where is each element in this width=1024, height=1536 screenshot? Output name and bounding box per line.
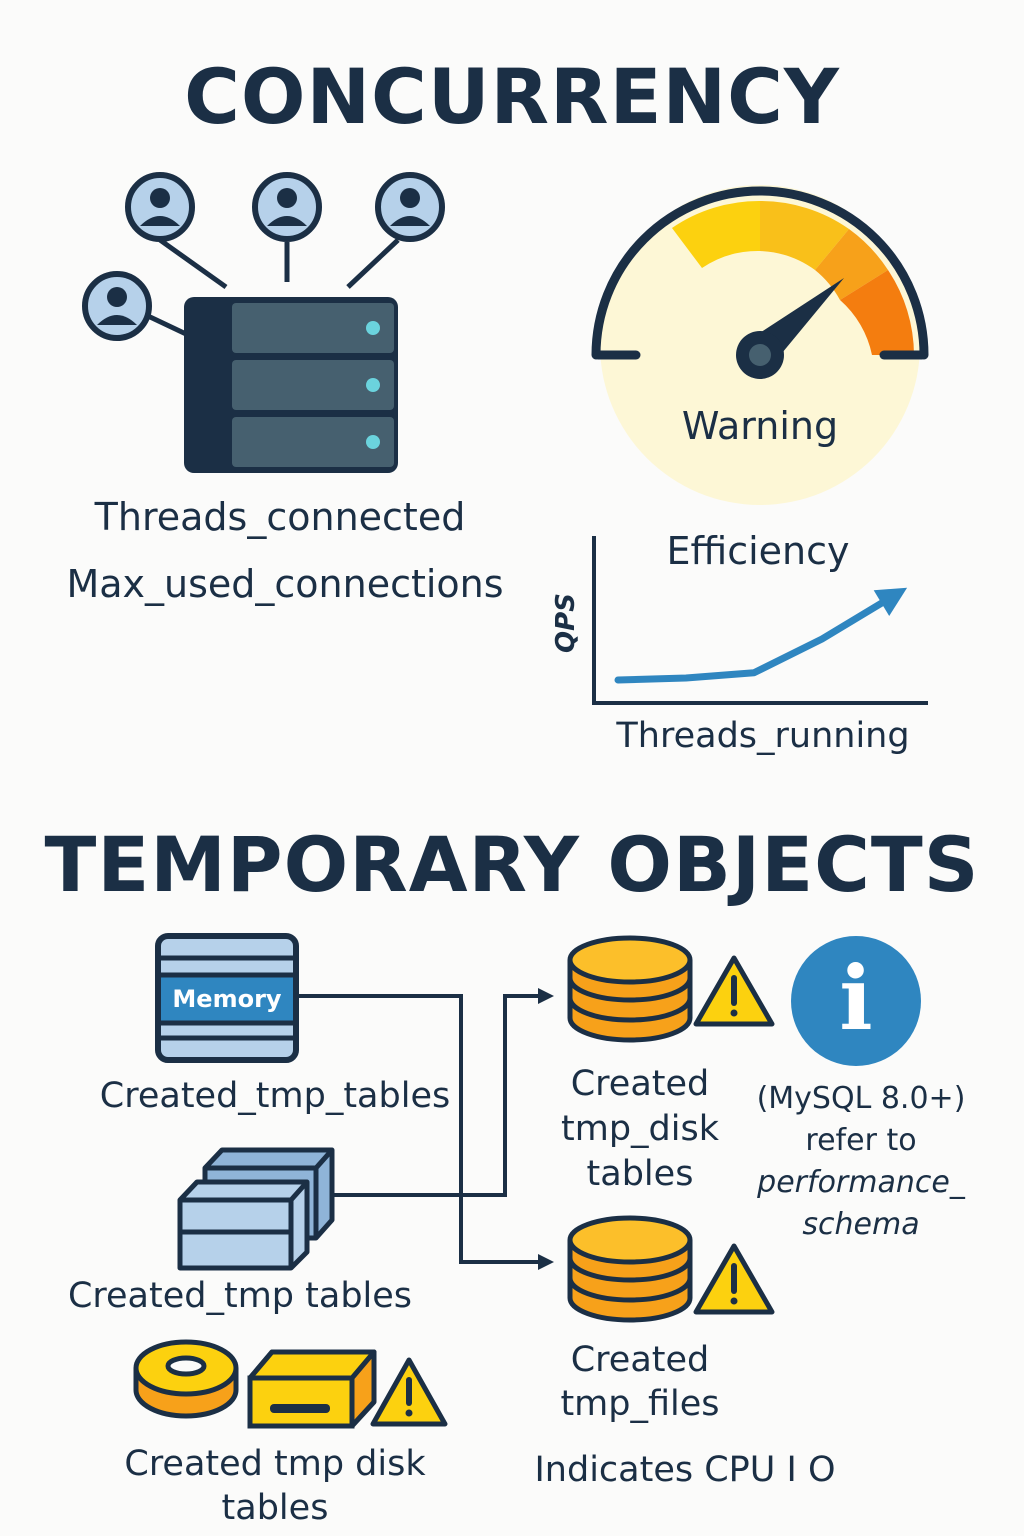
chart-y-axis-label: QPS: [551, 593, 581, 653]
db1-caption-line1: Created: [570, 1064, 710, 1104]
info-note-line2: refer to: [805, 1123, 917, 1158]
user-icon: [252, 172, 322, 242]
db1-caption-line2: tmp_disk: [561, 1109, 719, 1149]
chart-x-axis-label: Threads_running: [616, 716, 910, 756]
memory-table-icon: [155, 933, 299, 1063]
concurrency-title: CONCURRENCY: [184, 52, 840, 141]
db1-caption-line3: tables: [586, 1154, 694, 1194]
hard-drive-icon: [247, 1349, 377, 1429]
indicates-cpu-io-caption: Indicates CPU I O: [534, 1450, 836, 1490]
stacked-tables-icon: [177, 1147, 335, 1271]
temporary-objects-title: TEMPORARY OBJECTS: [44, 820, 980, 909]
memory-label: Memory: [172, 985, 282, 1013]
info-icon: [791, 936, 921, 1066]
chart-title: Efficiency: [666, 529, 850, 573]
info-icon-glyph: i: [839, 946, 873, 1050]
disk-icon: [133, 1339, 239, 1419]
db2-caption-line2: tmp_files: [560, 1384, 720, 1424]
chart-trend-arrow: [873, 587, 908, 616]
created-tmp-disk-tables-caption-line1: Created tmp disk: [124, 1444, 426, 1484]
database-icon: [567, 935, 693, 1043]
chart-series-line: [614, 594, 894, 684]
created-tmp-tables-stack-caption: Created_tmp tables: [67, 1276, 413, 1316]
warning-gauge: [591, 185, 929, 505]
user-connector-line: [346, 238, 400, 289]
info-note-line4: schema: [802, 1207, 920, 1242]
arrow-head-icon: [538, 1254, 554, 1270]
info-note-line1: (MySQL 8.0+): [756, 1081, 966, 1116]
max-used-connections-label: Max_used_connections: [66, 562, 504, 606]
user-icon: [82, 271, 152, 341]
route-to-tmp-disk-tables: [334, 994, 540, 1197]
warning-triangle-icon: [693, 955, 775, 1027]
user-icon: [375, 172, 445, 242]
user-connector-line: [146, 313, 188, 337]
info-note-line3: performance_: [757, 1165, 965, 1200]
created-tmp-tables-caption: Created_tmp_tables: [99, 1076, 451, 1116]
efficiency-chart: [592, 536, 928, 705]
route-to-tmp-files: [297, 994, 540, 1264]
warning-triangle-icon: [693, 1243, 775, 1315]
arrow-head-icon: [538, 988, 554, 1004]
user-connector-line: [158, 237, 228, 290]
gauge-warning-label: Warning: [681, 404, 839, 448]
threads-connected-label: Threads_connected: [94, 495, 466, 539]
server-icon: [184, 297, 398, 473]
created-tmp-disk-tables-caption-line2: tables: [221, 1488, 329, 1528]
warning-triangle-icon: [370, 1357, 448, 1427]
database-icon: [567, 1215, 693, 1323]
db2-caption-line1: Created: [570, 1340, 710, 1380]
user-icon: [125, 172, 195, 242]
